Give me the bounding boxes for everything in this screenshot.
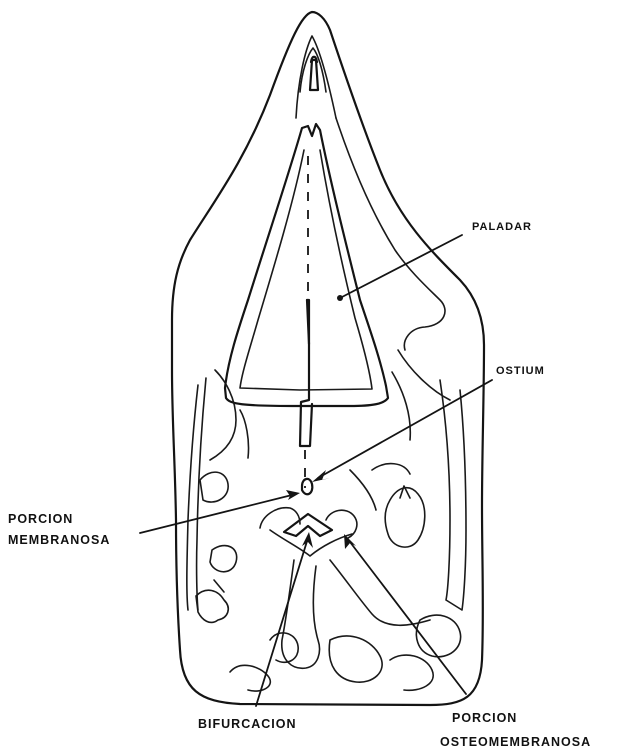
label-ostium: OSTIUM xyxy=(496,365,545,377)
label-porcion-osteomembranosa-2: OSTEOMEMBRANOSA xyxy=(440,735,591,749)
center-descending xyxy=(282,560,430,668)
ostium-leader xyxy=(318,380,492,478)
bifurcacion-leader xyxy=(256,538,308,706)
paladar-leader-dot xyxy=(337,295,343,301)
palate-outer xyxy=(225,124,388,406)
label-porcion-osteomembranosa-1: PORCION xyxy=(452,711,517,725)
right-pterygoid-line xyxy=(440,380,466,610)
center-bracket xyxy=(284,514,332,536)
porcion-membranosa-arrowhead xyxy=(286,490,300,500)
left-jagged-mass xyxy=(196,580,228,622)
skull-outline xyxy=(172,12,484,705)
left-pterygoid-line xyxy=(187,378,206,610)
ostium-ring xyxy=(302,479,312,494)
left-bulla-2 xyxy=(210,546,237,572)
right-inner-contour xyxy=(336,118,445,350)
rostral-inner-curve-2 xyxy=(300,48,326,92)
label-bifurcacion: BIFURCACION xyxy=(198,717,297,731)
bifurcacion-arrowhead xyxy=(302,532,313,548)
right-bulla xyxy=(385,486,425,547)
incisive-mark xyxy=(310,60,318,90)
label-porcion-membranosa-1: PORCION xyxy=(8,512,73,526)
paladar-leader xyxy=(342,235,462,297)
right-zygomatic-curve xyxy=(392,350,450,440)
label-paladar: PALADAR xyxy=(472,221,532,233)
palatine-suture xyxy=(300,300,312,446)
left-bulla-1 xyxy=(200,472,228,502)
label-porcion-membranosa-2: MEMBRANOSA xyxy=(8,533,110,547)
left-zygomatic-curve xyxy=(210,370,249,460)
right-lower-wave xyxy=(350,464,410,510)
